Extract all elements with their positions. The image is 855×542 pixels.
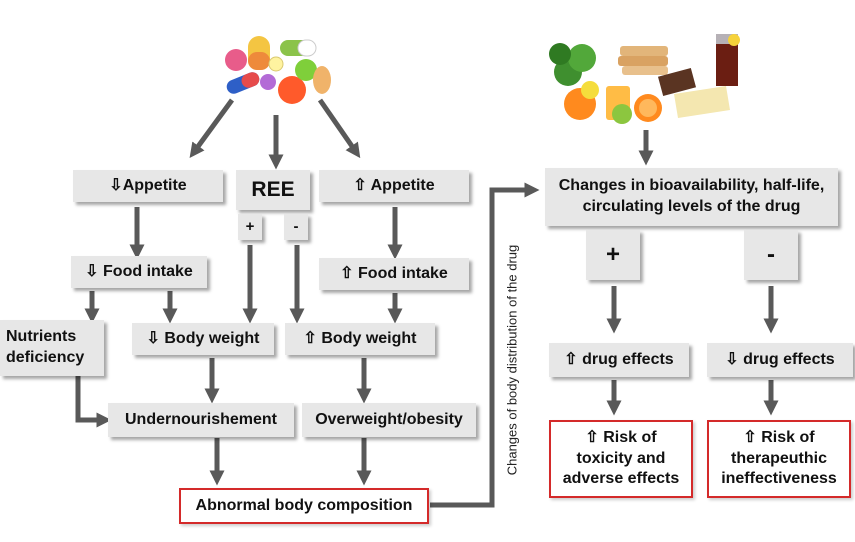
node-effect-minus: - (744, 230, 798, 280)
node-ree: REE (236, 170, 310, 210)
node-down-appetite: ⇩Appetite (73, 170, 223, 202)
node-down-food-intake: ⇩ Food intake (71, 256, 207, 288)
food-icon (549, 34, 740, 124)
node-down-drug-effects: ⇩ drug effects (707, 343, 853, 377)
node-nutrients-deficiency: Nutrients deficiency (0, 320, 104, 376)
node-undernourishment: Undernourishement (108, 403, 294, 437)
node-ree-plus: + (238, 214, 262, 240)
arrow-pills-up-appetite (317, 98, 361, 159)
arrow-pills-down-appetite (189, 98, 235, 159)
node-abnormal-body-composition: Abnormal body composition (179, 488, 429, 524)
node-up-food-intake: ⇧ Food intake (319, 258, 469, 290)
node-overweight-obesity: Overweight/obesity (302, 403, 476, 437)
node-changes-bioavailability: Changes in bioavailability, half-life, c… (545, 168, 838, 226)
node-effect-plus: + (586, 230, 640, 280)
pills-icon (225, 36, 331, 104)
arrow-abnormal-to-changes (430, 182, 540, 508)
node-up-drug-effects: ⇧ drug effects (549, 343, 689, 377)
node-ree-minus: - (284, 214, 308, 240)
node-up-appetite: ⇧ Appetite (319, 170, 469, 202)
node-down-body-weight: ⇩ Body weight (132, 323, 274, 355)
node-risk-toxicity: ⇧ Risk of toxicity and adverse effects (549, 420, 693, 498)
arrow-nutrients-undernourishment (75, 376, 112, 428)
connector-label: Changes of body distribution of the drug (504, 244, 520, 476)
node-up-body-weight: ⇧ Body weight (285, 323, 435, 355)
node-risk-ineffectiveness: ⇧ Risk of therapeuthic ineffectiveness (707, 420, 851, 498)
